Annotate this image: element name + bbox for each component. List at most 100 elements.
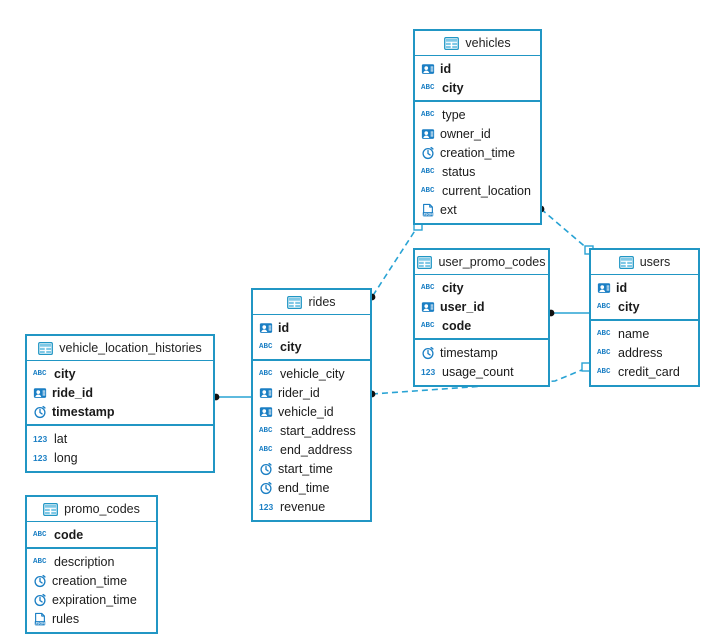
column-row-vehicle_location_histories-city[interactable]: ABC city [27,364,213,383]
column-row-vehicles-ext[interactable]: JSON ext [415,200,540,219]
column-row-vehicles-id[interactable]: id [415,59,540,78]
column-name: creation_time [440,145,516,160]
column-name: type [442,107,466,122]
clock-icon [422,346,434,359]
column-row-rides-revenue[interactable]: 123 revenue [253,497,370,516]
table-header-user_promo_codes[interactable]: user_promo_codes [415,250,548,275]
column-row-rides-rider_id[interactable]: rider_id [253,383,370,402]
column-name: status [442,164,476,179]
column-name: id [440,61,452,76]
column-row-promo_codes-creation_time[interactable]: creation_time [27,571,156,590]
column-name: start_time [278,461,333,476]
abc-text-icon: ABC [259,369,273,378]
column-name: name [618,326,650,341]
relationship-line [540,208,590,251]
column-row-promo_codes-code[interactable]: ABC code [27,525,156,544]
column-row-users-name[interactable]: ABC name [591,324,698,343]
column-row-rides-id[interactable]: id [253,318,370,337]
abc-text-icon: ABC [597,348,611,357]
person-badge-icon [33,387,47,398]
table-header-rides[interactable]: rides [253,290,370,315]
table-header-vehicle_location_histories[interactable]: vehicle_location_histories [27,336,213,361]
column-row-vehicles-owner_id[interactable]: owner_id [415,124,540,143]
table-title: vehicles [465,36,511,50]
primary-key-section-promo_codes: ABC code [27,522,156,549]
column-row-vehicle_location_histories-timestamp[interactable]: timestamp [27,402,213,421]
table-grid-icon [618,255,634,269]
column-name: ext [440,202,457,217]
abc-text-icon: ABC [259,426,273,435]
abc-text-icon: ABC [597,329,611,338]
svg-text:JSON: JSON [423,212,433,216]
clock-icon [34,593,46,606]
table-grid-icon [38,341,54,355]
column-name: address [618,345,663,360]
column-name: description [54,554,115,569]
123-number-icon: 123 [33,433,48,444]
table-grid-icon [444,36,460,50]
column-name: city [54,366,76,381]
column-row-vehicles-status[interactable]: ABC status [415,162,540,181]
column-row-users-address[interactable]: ABC address [591,343,698,362]
table-header-vehicles[interactable]: vehicles [415,31,540,56]
column-name: creation_time [52,573,128,588]
column-row-rides-start_time[interactable]: start_time [253,459,370,478]
column-row-user_promo_codes-user_id[interactable]: user_id [415,297,548,316]
column-row-vehicles-creation_time[interactable]: creation_time [415,143,540,162]
column-row-users-id[interactable]: id [591,278,698,297]
clock-icon [422,146,434,159]
table-header-promo_codes[interactable]: promo_codes [27,497,156,522]
column-name: revenue [280,499,326,514]
abc-text-icon: ABC [421,167,435,176]
abc-text-icon: ABC [421,321,435,330]
person-badge-icon [259,406,273,417]
123-number-icon: 123 [259,501,274,512]
column-name: code [54,527,84,542]
column-row-user_promo_codes-timestamp[interactable]: timestamp [415,343,548,362]
abc-text-icon: ABC [421,283,435,292]
table-header-users[interactable]: users [591,250,698,275]
clock-icon [34,405,46,418]
relationship-vehicles-users [537,205,594,255]
column-row-vehicle_location_histories-ride_id[interactable]: ride_id [27,383,213,402]
abc-text-icon: ABC [33,369,47,378]
column-row-rides-vehicle_id[interactable]: vehicle_id [253,402,370,421]
abc-text-icon: ABC [33,530,47,539]
abc-text-icon: ABC [259,342,273,351]
person-badge-icon [259,322,273,333]
person-badge-icon [421,128,435,139]
column-row-rides-end_time[interactable]: end_time [253,478,370,497]
column-row-promo_codes-expiration_time[interactable]: expiration_time [27,590,156,609]
clock-icon [260,481,272,494]
